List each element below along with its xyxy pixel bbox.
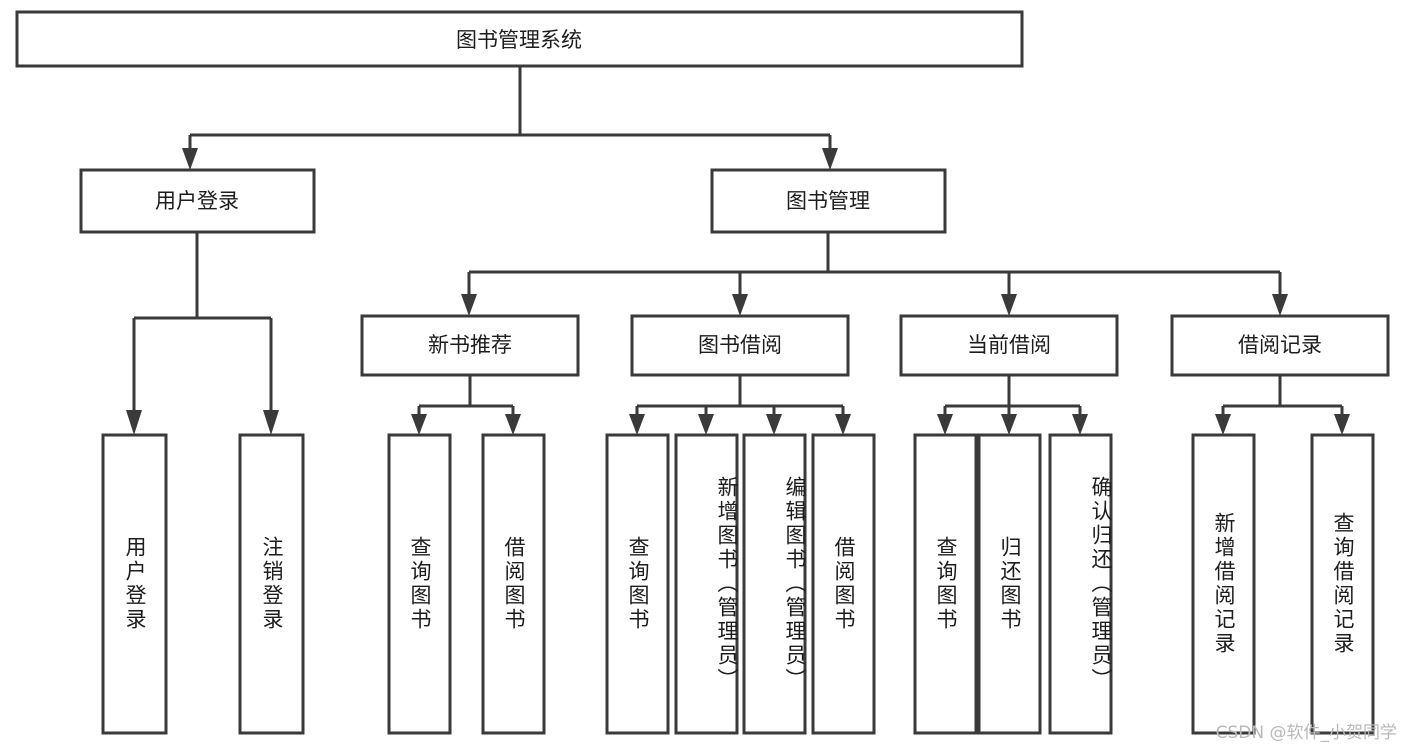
leaf-box-user-login[interactable]: [101, 433, 168, 735]
leaf-box-bb-borrow[interactable]: [811, 433, 876, 735]
node-book-borrow[interactable]: 图书借阅: [630, 314, 850, 377]
node-new-book-recommend-label: 新书推荐: [428, 333, 512, 357]
arrowhead-br-leaf2: [1334, 414, 1350, 435]
node-current-borrow[interactable]: 当前借阅: [899, 314, 1119, 377]
arrowhead-bb-leaf4: [835, 414, 851, 435]
node-book-management-box[interactable]: [710, 168, 947, 234]
arrowhead-br-leaf1: [1215, 414, 1231, 435]
arrowhead-cb-leaf2: [1001, 414, 1017, 435]
node-root[interactable]: 图书管理系统: [15, 10, 1024, 68]
leaf-box-group: [101, 433, 1375, 735]
node-user-login-label: 用户登录: [155, 189, 239, 213]
leaf-box-cb-query[interactable]: [913, 433, 978, 735]
arrowhead-bookborrow: [732, 294, 748, 316]
arrowhead-cb-leaf3: [1072, 414, 1088, 435]
node-new-book-recommend-box[interactable]: [360, 314, 580, 377]
arrowhead-leaf-logout: [263, 410, 279, 435]
node-user-login[interactable]: 用户登录: [79, 168, 316, 234]
node-new-book-recommend[interactable]: 新书推荐: [360, 314, 580, 377]
leaf-box-bb-query[interactable]: [605, 433, 670, 735]
node-root-label: 图书管理系统: [456, 28, 582, 52]
node-current-borrow-label: 当前借阅: [967, 333, 1051, 357]
leaf-box-bb-edit[interactable]: [742, 433, 807, 735]
arrowhead-user-login: [182, 148, 198, 170]
leaf-box-br-add[interactable]: [1191, 433, 1256, 735]
arrowhead-newbook: [461, 294, 477, 316]
arrowhead-nb-leaf2: [505, 414, 521, 435]
arrowhead-cb-leaf1: [937, 414, 953, 435]
node-book-management[interactable]: 图书管理: [710, 168, 947, 234]
node-book-borrow-label: 图书借阅: [698, 333, 782, 357]
node-borrow-record[interactable]: 借阅记录: [1170, 314, 1390, 377]
arrowhead-borrowrecord: [1272, 294, 1288, 316]
leaf-box-logout[interactable]: [238, 433, 305, 735]
arrowhead-leaf-user-login: [126, 410, 142, 435]
arrowhead-bb-leaf1: [629, 414, 645, 435]
leaf-box-cb-confirm[interactable]: [1048, 433, 1113, 735]
node-borrow-record-box[interactable]: [1170, 314, 1390, 377]
node-current-borrow-box[interactable]: [899, 314, 1119, 377]
arrowhead-nb-leaf1: [411, 414, 427, 435]
leaf-box-cb-return[interactable]: [977, 433, 1042, 735]
node-user-login-box[interactable]: [79, 168, 316, 234]
node-root-box[interactable]: [15, 10, 1024, 68]
connector-group: [126, 66, 1350, 435]
leaf-box-nb-borrow[interactable]: [481, 433, 546, 735]
arrowhead-book-mgmt: [822, 148, 838, 170]
leaf-box-bb-add[interactable]: [674, 433, 739, 735]
node-book-borrow-box[interactable]: [630, 314, 850, 377]
node-book-management-label: 图书管理: [786, 189, 870, 213]
arrowhead-bb-leaf2: [698, 414, 714, 435]
arrowhead-bb-leaf3: [766, 414, 782, 435]
watermark-text: CSDN @软件_小贺同学: [1215, 723, 1397, 743]
leaf-box-br-query[interactable]: [1310, 433, 1375, 735]
arrowhead-currentborrow: [1001, 294, 1017, 316]
leaf-box-nb-query[interactable]: [387, 433, 452, 735]
node-borrow-record-label: 借阅记录: [1238, 333, 1322, 357]
